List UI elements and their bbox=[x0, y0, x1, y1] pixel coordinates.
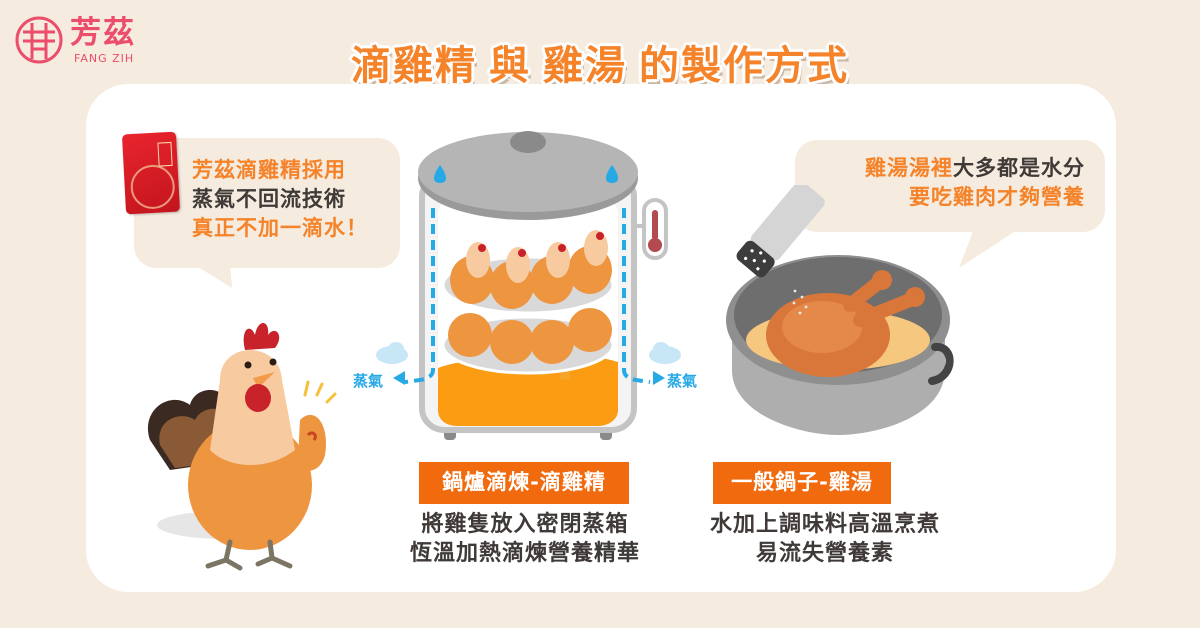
pouch-label bbox=[157, 141, 173, 167]
speech-bubble-right: 雞湯湯裡大多都是水分 要吃雞肉才夠營養 bbox=[795, 140, 1105, 232]
arrow-left-icon bbox=[393, 371, 405, 385]
bubble-left-line2: 蒸氣不回流技術 bbox=[192, 187, 346, 211]
pot-illustration bbox=[726, 185, 954, 435]
steamer-description: 將雞隻放入密閉蒸箱 恆溫加熱滴煉營養精華 bbox=[380, 510, 670, 568]
steamer-desc-line1: 將雞隻放入密閉蒸箱 bbox=[421, 512, 629, 537]
bubble-tail-left bbox=[190, 262, 232, 288]
pot-description: 水加上調味料高溫烹煮 易流失營養素 bbox=[680, 510, 970, 568]
title-part-method: 的製作方式 bbox=[639, 43, 849, 89]
pot-desc-line1: 水加上調味料高溫烹煮 bbox=[709, 512, 940, 537]
phoenix-graphic bbox=[129, 163, 176, 211]
steamer-method-tag: 鍋爐滴煉-滴雞精 bbox=[419, 462, 629, 504]
steamer-desc-line2: 恆溫加熱滴煉營養精華 bbox=[409, 541, 640, 566]
steam-cloud-right-icon bbox=[649, 342, 681, 364]
steamer-illustration bbox=[404, 131, 668, 440]
bubble-left-line3: 真正不加一滴水！ bbox=[192, 216, 368, 240]
bubble-left-line1: 芳茲滴雞精採用 bbox=[192, 158, 346, 182]
steam-label-left: 蒸氣 bbox=[353, 372, 384, 390]
product-pouch-image bbox=[121, 131, 181, 215]
page-title: 滴雞精與雞湯的製作方式 bbox=[0, 40, 1200, 92]
brand-name-en: FANG ZIH bbox=[74, 52, 135, 65]
bubble-tail-right bbox=[959, 226, 1023, 268]
bubble-right-line2: 要吃雞肉才夠營養 bbox=[909, 185, 1085, 209]
title-part-drip-essence: 滴雞精 bbox=[351, 43, 477, 89]
brand-name-cn: 芳茲 bbox=[70, 15, 136, 51]
title-part-soup: 雞湯 bbox=[543, 43, 627, 89]
brand-logo: 芳茲 FANG ZIH bbox=[14, 15, 144, 67]
steam-cloud-left-icon bbox=[376, 342, 408, 364]
bubble-right-highlight: 雞湯湯裡 bbox=[865, 156, 953, 180]
bubble-right-line1: 大多都是水分 bbox=[953, 156, 1085, 180]
title-connector: 與 bbox=[489, 43, 531, 89]
rooster-illustration bbox=[148, 322, 337, 571]
arrow-right-icon bbox=[653, 371, 665, 385]
brand-mark-icon bbox=[15, 16, 63, 64]
pot-method-tag: 一般鍋子-雞湯 bbox=[713, 462, 891, 504]
pot-desc-line2: 易流失營養素 bbox=[755, 541, 894, 566]
steam-label-right: 蒸氣 bbox=[667, 372, 698, 390]
